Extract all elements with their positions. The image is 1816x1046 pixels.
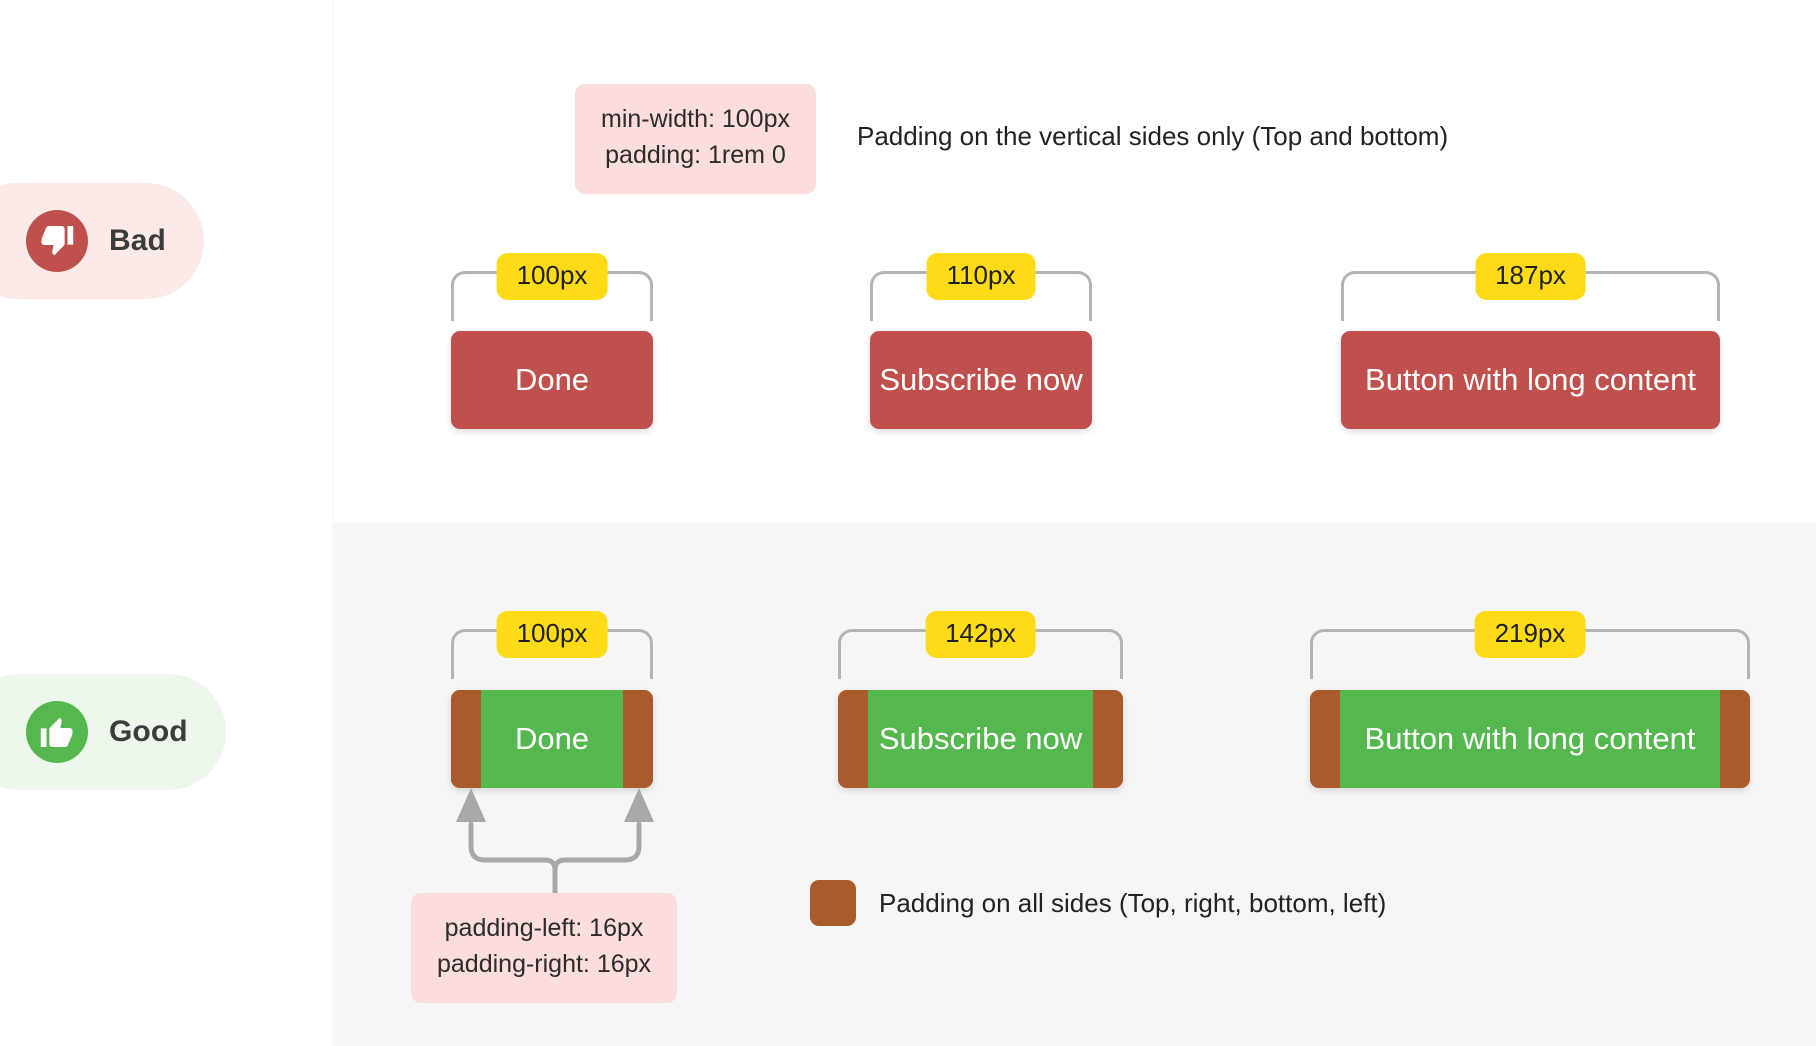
button-label: Done (514, 362, 590, 397)
padding-right-bar (623, 690, 653, 788)
bad-badge-label: Bad (109, 224, 166, 257)
rail-divider (332, 0, 334, 1046)
good-note-line-2: padding-right: 16px (437, 950, 652, 979)
bad-measure-3: 187px (1341, 253, 1720, 349)
button-label: Subscribe now (879, 362, 1083, 397)
padding-color-swatch (810, 880, 856, 926)
good-button-long[interactable]: Button with long content (1310, 690, 1750, 788)
bad-button-long[interactable]: Button with long content (1341, 331, 1720, 429)
bad-note-line-2: padding: 1rem 0 (605, 141, 786, 170)
padding-left-bar (838, 690, 868, 788)
thumbs-up-icon (26, 701, 88, 763)
width-badge: 219px (1474, 611, 1586, 658)
padding-right-bar (1720, 690, 1750, 788)
good-measure-2: 142px (838, 611, 1123, 707)
width-badge: 100px (496, 253, 608, 300)
good-badge-label: Good (109, 715, 188, 748)
good-badge: Good (0, 674, 226, 790)
bad-button-subscribe[interactable]: Subscribe now (870, 331, 1092, 429)
legend-label: Padding on all sides (Top, right, bottom… (879, 887, 1387, 918)
padding-left-bar (451, 690, 481, 788)
button-label: Subscribe now (868, 690, 1093, 788)
bad-button-done[interactable]: Done (451, 331, 653, 429)
good-measure-3: 219px (1310, 611, 1750, 707)
width-badge: 187px (1475, 253, 1586, 300)
padding-left-bar (1310, 690, 1340, 788)
good-measure-1: 100px (451, 611, 653, 707)
left-rail: Bad Good (0, 0, 334, 1046)
padding-legend: Padding on all sides (Top, right, bottom… (810, 880, 1386, 926)
button-label: Done (481, 690, 623, 788)
bad-measure-2: 110px (870, 253, 1092, 349)
thumbs-down-icon (26, 210, 88, 272)
good-note-line-1: padding-left: 16px (444, 914, 644, 942)
bad-caption: Padding on the vertical sides only (Top … (857, 121, 1449, 151)
button-label: Button with long content (1340, 690, 1720, 788)
good-note-box: padding-left: 16px padding-right: 16px (411, 893, 678, 1003)
bad-note-box: min-width: 100px padding: 1rem 0 (575, 84, 816, 194)
bad-note-line-1: min-width: 100px (601, 105, 790, 133)
width-badge: 142px (925, 611, 1036, 658)
width-badge: 100px (496, 611, 608, 658)
good-button-done[interactable]: Done (451, 690, 653, 788)
button-label: Button with long content (1365, 362, 1696, 397)
bad-measure-1: 100px (451, 253, 653, 349)
padding-right-bar (1093, 690, 1123, 788)
bad-badge: Bad (0, 183, 204, 299)
good-button-subscribe[interactable]: Subscribe now (838, 690, 1123, 788)
width-badge: 110px (926, 253, 1036, 300)
